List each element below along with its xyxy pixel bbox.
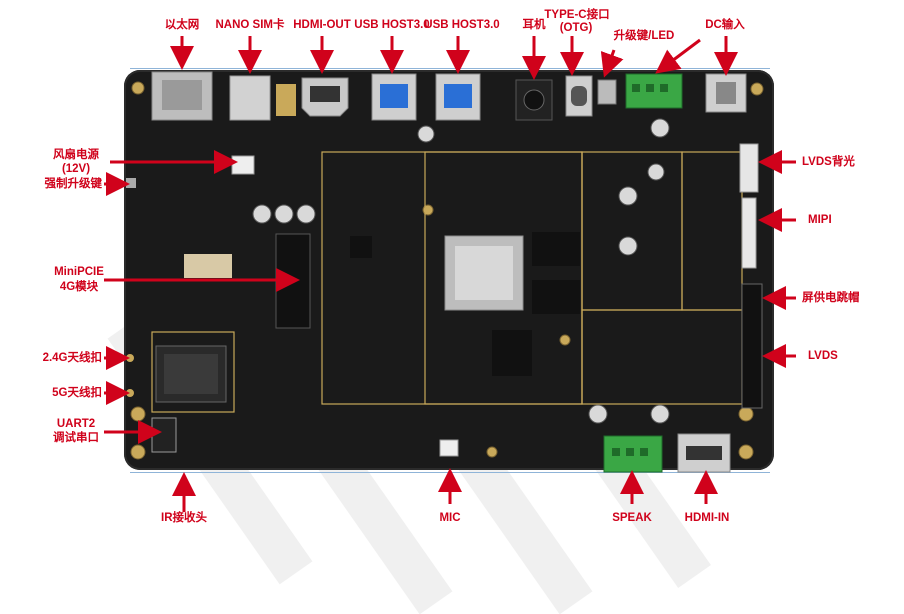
label-mipi: MIPI xyxy=(808,214,832,226)
label-ir-receiver: IR接收头 xyxy=(161,512,207,524)
label-uart2: UART2 xyxy=(56,418,96,430)
label-force-upgrade: 强制升级键 xyxy=(44,178,103,190)
label-screen-power-jumper: 屏供电跳帽 xyxy=(802,292,860,304)
label-hdmi-in: HDMI-IN xyxy=(684,512,730,524)
label-hdmi-out: HDMI-OUT xyxy=(293,19,351,31)
board-illustration xyxy=(104,36,796,512)
label-antenna-5g: 5G天线扣 xyxy=(52,387,102,399)
label-4g-module: 4G模块 xyxy=(59,281,99,293)
label-fan-power: 风扇电源 xyxy=(53,149,99,161)
label-minipcie: MiniPCIE xyxy=(54,266,104,278)
label-headphone: 耳机 xyxy=(522,19,546,31)
label-antenna-2-4g: 2.4G天线扣 xyxy=(42,352,102,364)
board-diagram: 以太网 NANO SIM卡 HDMI-OUT USB HOST3.0 USB H… xyxy=(42,9,860,614)
label-mic: MIC xyxy=(439,512,461,524)
label-type-c: TYPE-C接口 xyxy=(544,9,610,21)
label-otg: (OTG) xyxy=(559,22,593,34)
label-fan-voltage: (12V) xyxy=(61,163,91,175)
label-ethernet: 以太网 xyxy=(164,19,200,31)
label-usb-host-2: USB HOST3.0 xyxy=(424,19,500,31)
label-usb-host-1: USB HOST3.0 xyxy=(354,19,430,31)
label-dc-input: DC输入 xyxy=(705,19,745,31)
label-upgrade-key-led: 升级键/LED xyxy=(613,30,675,42)
label-speak: SPEAK xyxy=(612,512,652,524)
label-nano-sim: NANO SIM卡 xyxy=(215,19,285,31)
label-debug-serial: 调试串口 xyxy=(53,432,99,444)
label-lvds: LVDS xyxy=(808,350,838,362)
label-lvds-backlight: LVDS背光 xyxy=(802,156,855,168)
